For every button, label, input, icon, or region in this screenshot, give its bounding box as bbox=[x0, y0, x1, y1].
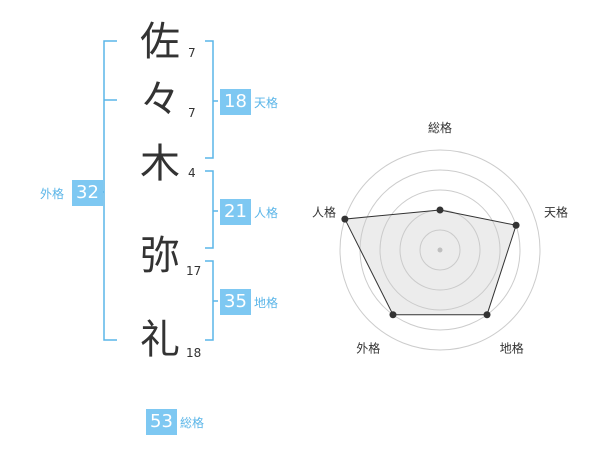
stroke-count-1: 7 bbox=[188, 46, 196, 60]
gaikaku-label: 外格 bbox=[40, 187, 65, 201]
jinkaku-label: 人格 bbox=[254, 206, 279, 220]
radar-center bbox=[437, 247, 443, 253]
name-char-1: 佐 bbox=[140, 19, 180, 65]
radar-point-3 bbox=[483, 311, 491, 319]
radar-axis-label-2: 天格 bbox=[544, 204, 568, 219]
chikaku-score: 35 bbox=[220, 289, 251, 315]
radar-area bbox=[344, 209, 517, 316]
radar-point-5 bbox=[341, 215, 349, 223]
name-char-2: 々 bbox=[140, 77, 180, 123]
tenkaku-label: 天格 bbox=[254, 96, 279, 110]
radar-axis-label-4: 外格 bbox=[356, 341, 380, 356]
stroke-count-4: 17 bbox=[186, 264, 202, 278]
radar-point-2 bbox=[512, 221, 520, 229]
gaikaku-bracket bbox=[103, 40, 117, 341]
tenkaku-bracket bbox=[205, 40, 214, 159]
radar-axis-label-5: 人格 bbox=[312, 204, 336, 219]
name-char-4: 弥 bbox=[140, 233, 180, 279]
gaikaku-score: 32 bbox=[72, 180, 103, 206]
radar-axis-label-1: 総格 bbox=[428, 120, 452, 135]
radar-ring-1 bbox=[419, 229, 461, 271]
chikaku-label: 地格 bbox=[254, 296, 279, 310]
radar-point-1 bbox=[436, 206, 444, 214]
jinkaku-bracket bbox=[205, 170, 214, 249]
soukaku-label: 総格 bbox=[180, 416, 205, 430]
name-char-3: 木 bbox=[140, 141, 180, 187]
name-char-5: 礼 bbox=[140, 317, 180, 363]
stroke-count-3: 4 bbox=[188, 166, 196, 180]
jinkaku-score: 21 bbox=[220, 199, 251, 225]
radar-axis-label-3: 地格 bbox=[500, 341, 524, 356]
stroke-count-2: 7 bbox=[188, 106, 196, 120]
stroke-count-5: 18 bbox=[186, 346, 202, 360]
soukaku-score: 53 bbox=[146, 409, 177, 435]
tenkaku-score: 18 bbox=[220, 89, 251, 115]
radar-point-4 bbox=[389, 311, 397, 319]
radar-ring-3 bbox=[379, 189, 501, 311]
